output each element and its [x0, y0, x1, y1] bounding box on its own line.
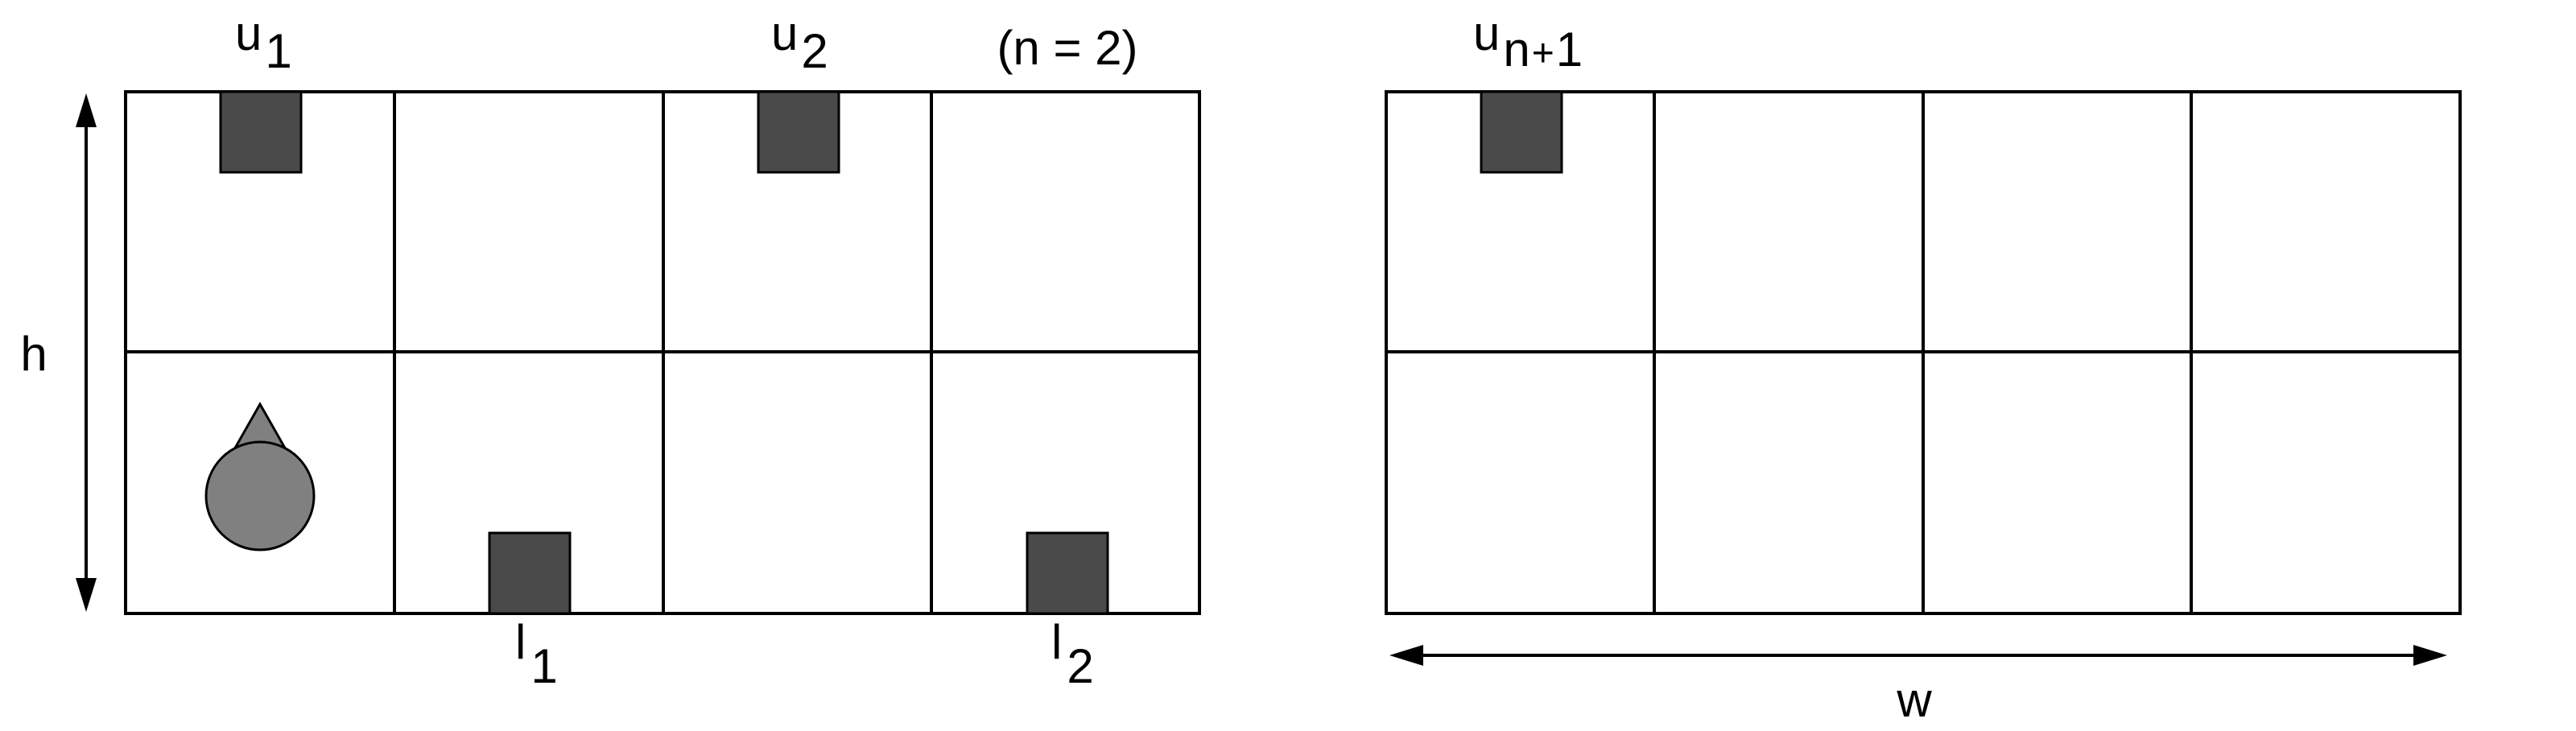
label-l1-base: l: [515, 615, 526, 669]
label-l2-base: l: [1051, 615, 1062, 669]
label-width: w: [1896, 673, 1932, 727]
label-u1: u1: [235, 6, 292, 78]
block-un1: [1480, 90, 1563, 174]
label-un1-sub-plus: +: [1532, 32, 1554, 75]
label-u1-sub: 1: [265, 24, 291, 78]
agent-body: [204, 440, 316, 551]
left-grid-blocks: [219, 90, 1109, 615]
label-height: h: [20, 327, 47, 381]
right-grid-blocks: [1480, 90, 1563, 174]
block-l2: [1026, 531, 1109, 615]
width-arrow: [1389, 645, 2447, 666]
agent-icon: [204, 401, 316, 551]
height-arrow-head-bottom: [76, 578, 97, 612]
label-l1-sub: 1: [530, 639, 557, 693]
left-grid: [124, 90, 1201, 615]
right-grid: [1385, 90, 2462, 615]
height-arrow: [76, 93, 97, 612]
label-u2-base: u: [771, 6, 798, 60]
label-un1-sub-one: 1: [1556, 23, 1583, 76]
label-un1: un+1: [1473, 6, 1583, 76]
height-arrow-head-top: [76, 93, 97, 127]
width-arrow-head-right: [2413, 645, 2447, 666]
label-l2-sub: 2: [1067, 639, 1093, 693]
block-u2: [757, 90, 840, 174]
label-n-note: (n = 2): [997, 21, 1137, 75]
label-un1-base: u: [1473, 6, 1500, 60]
label-u1-base: u: [235, 6, 262, 60]
width-arrow-head-left: [1389, 645, 1423, 666]
block-l1: [488, 531, 572, 615]
label-u2: u2: [771, 6, 828, 78]
label-u2-sub: 2: [801, 24, 828, 78]
label-un1-sub-n: n: [1503, 23, 1530, 76]
block-u1: [219, 90, 303, 174]
